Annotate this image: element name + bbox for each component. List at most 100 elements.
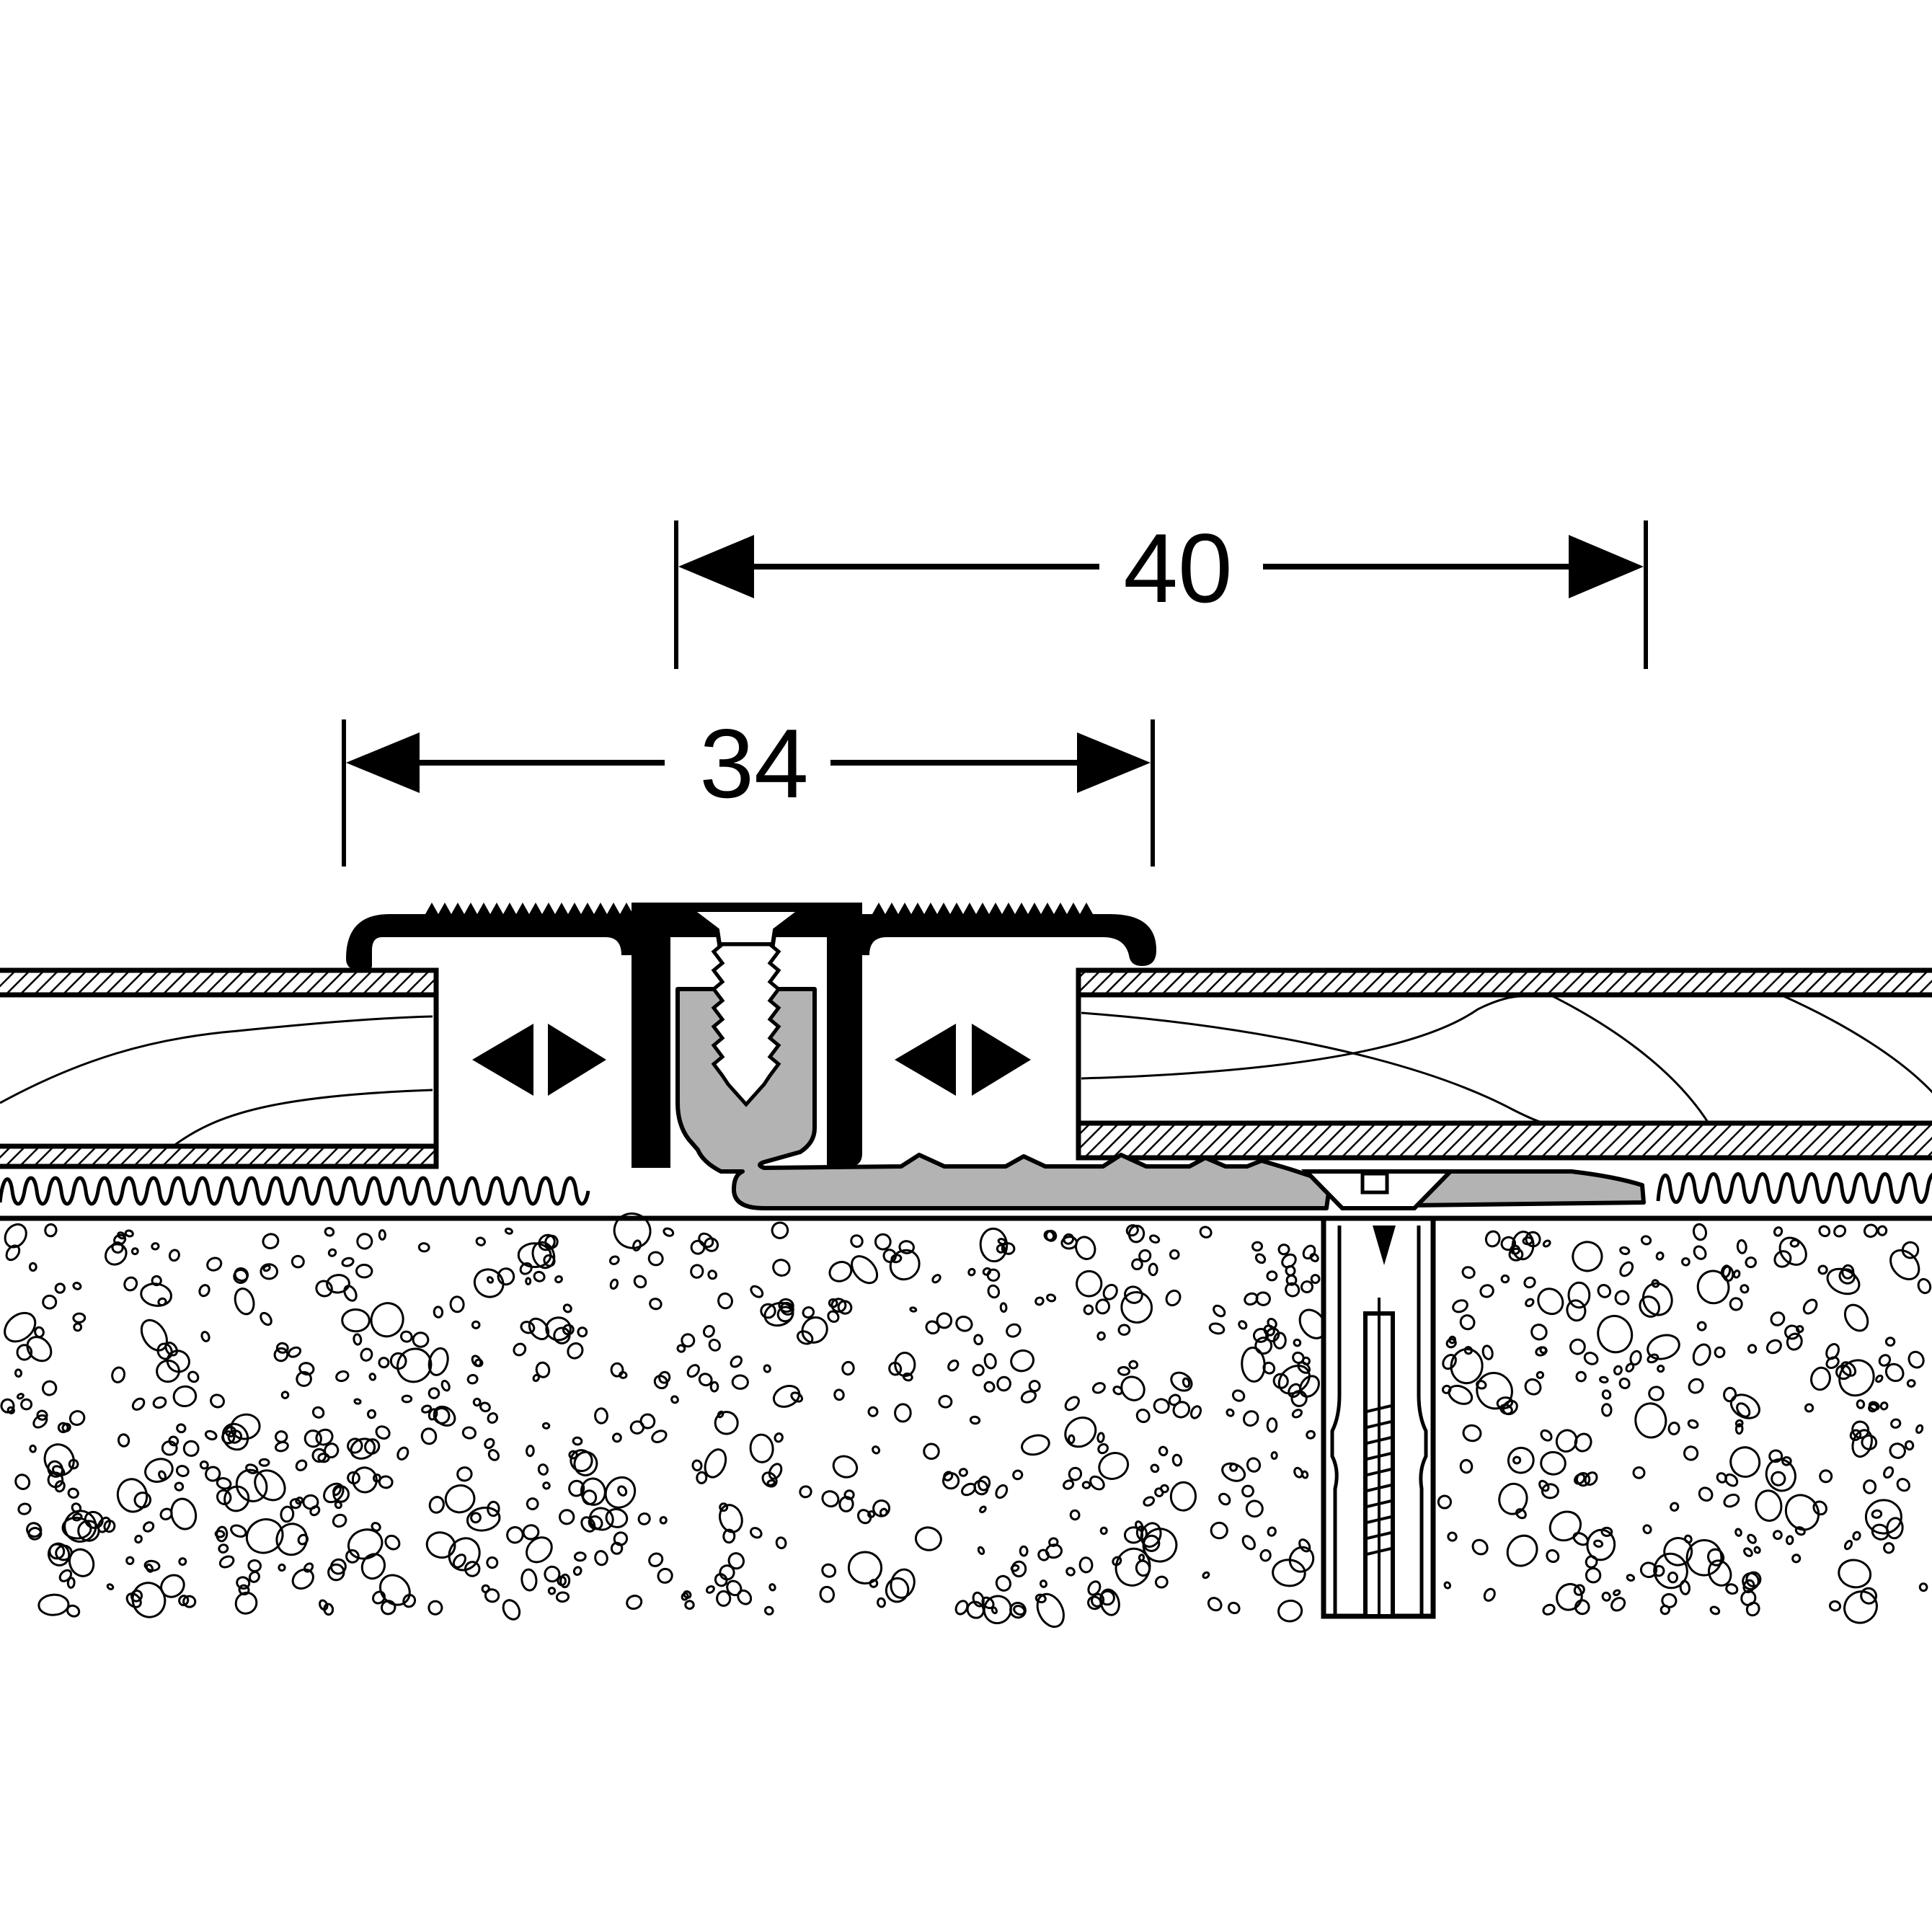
aggregate-stone: [275, 1430, 288, 1443]
aggregate-stone: [486, 1556, 499, 1569]
aggregate-stone: [843, 1489, 855, 1500]
aggregate-stone: [1068, 1466, 1083, 1481]
aggregate-stone: [145, 1563, 154, 1573]
aggregate-stone: [159, 1507, 173, 1520]
aggregate-stone: [1461, 1266, 1476, 1279]
aggregate-stone: [1843, 1539, 1853, 1551]
aggregate-stone: [427, 1408, 438, 1421]
aggregate-stone: [327, 1248, 337, 1257]
aggregate-stone: [1593, 1539, 1604, 1548]
aggregate-stone: [1098, 1452, 1130, 1480]
aggregate-stone: [1856, 1399, 1866, 1409]
movement-arrows-left-icon: [472, 1024, 606, 1096]
aggregate-stone: [1081, 1481, 1091, 1489]
aggregate-stone: [347, 1528, 384, 1560]
aggregate-stone: [302, 1494, 319, 1510]
aggregate-stone: [1117, 1324, 1131, 1336]
aggregate-stone: [562, 1303, 572, 1313]
aggregate-stone: [1567, 1281, 1591, 1309]
aggregate-stone: [216, 1477, 232, 1490]
aggregate-stone: [1138, 1249, 1152, 1263]
aggregate-stone: [1685, 1539, 1723, 1577]
aggregate-stone: [486, 1276, 495, 1284]
aggregate-stone: [412, 1331, 430, 1348]
aggregate-stone: [427, 1387, 440, 1399]
aggregate-stone: [572, 1436, 583, 1446]
aggregate-stone: [57, 1422, 69, 1434]
aggregate-stone: [166, 1350, 190, 1373]
aggregate-stone: [1142, 1528, 1178, 1563]
aggregate-stone: [1244, 1292, 1259, 1306]
aggregate-stone: [716, 1590, 732, 1607]
aggregate-stone: [1169, 1481, 1197, 1512]
aggregate-stone: [37, 1593, 70, 1616]
aggregate-stone: [1266, 1270, 1278, 1282]
dowel-thread-line: [1366, 1484, 1392, 1492]
aggregate-stone: [1281, 1253, 1297, 1269]
aggregate-stone: [470, 1512, 482, 1524]
aggregate-stone: [1755, 1489, 1783, 1522]
aggregate-stone: [704, 1237, 719, 1252]
dowel-thread-line: [1366, 1468, 1392, 1476]
aggregate-stone: [417, 1242, 430, 1253]
base-profile-ramp-right: [1411, 1169, 1646, 1208]
aggregate-stone: [1221, 1462, 1246, 1482]
aggregate-stone: [275, 1523, 308, 1556]
aggregate-stone: [1148, 1262, 1158, 1277]
aggregate-stone: [1442, 1354, 1457, 1370]
aggregate-stone: [1840, 1361, 1857, 1377]
aggregate-stone: [448, 1537, 481, 1572]
aggregate-stone: [199, 1460, 209, 1470]
aggregate-stone: [1904, 1440, 1915, 1451]
aggregate-stone: [1150, 1463, 1160, 1474]
underlay-right: [1656, 1172, 1932, 1204]
aggregate-stone: [651, 1430, 668, 1443]
dim-40-arrowhead-left: [678, 535, 754, 598]
aggregate-stone: [378, 1229, 386, 1241]
aggregate-stone: [1696, 1269, 1730, 1305]
aggregate-stone: [612, 1432, 622, 1443]
aggregate-stone: [931, 1274, 941, 1284]
aggregate-stone: [378, 1357, 390, 1369]
aggregate-stone: [983, 1352, 997, 1370]
aggregate-stone: [727, 1552, 745, 1570]
aggregate-stone: [1745, 1601, 1760, 1617]
aggregate-stone: [1067, 1434, 1076, 1445]
aggregate-stone: [355, 1263, 373, 1279]
aggregate-stone: [996, 1375, 1011, 1392]
aggregate-stone: [1165, 1289, 1182, 1307]
aggregate-stone: [151, 1242, 160, 1251]
aggregate-stone: [1785, 1535, 1794, 1546]
aggregate-stone: [973, 1334, 983, 1346]
aggregate-stone: [1742, 1572, 1760, 1590]
aggregate-stone: [105, 1243, 128, 1266]
aggregate-stone: [1575, 1370, 1587, 1383]
aggregate-stone: [1267, 1318, 1277, 1329]
dowel-thread-line: [1366, 1499, 1392, 1508]
aggregate-stone: [520, 1321, 536, 1334]
aggregate-stone: [200, 1331, 211, 1342]
aggregate-stone: [61, 1422, 71, 1432]
aggregate-stone: [1681, 1257, 1690, 1267]
aggregate-stone: [1523, 1276, 1536, 1289]
aggregate-stone: [1613, 1589, 1621, 1597]
aggregate-stone: [541, 1422, 551, 1430]
aggregate-stone: [298, 1362, 315, 1375]
aggregate-stone: [1524, 1378, 1542, 1396]
aggregate-stone: [1773, 1250, 1792, 1268]
aggregate-stone: [648, 1552, 664, 1567]
aggregate-stone: [1117, 1365, 1130, 1376]
aggregate-stone: [187, 1370, 200, 1383]
aggregate-stone: [36, 1409, 48, 1421]
aggregate-stone: [570, 1449, 593, 1473]
aggregate-stone: [1123, 1526, 1144, 1544]
aggregate-stone: [1768, 1449, 1783, 1463]
aggregate-stone: [1601, 1403, 1613, 1417]
aggregate-stone: [1729, 1446, 1761, 1478]
aggregate-stone: [696, 1471, 708, 1484]
aggregate-stone: [1277, 1364, 1311, 1395]
aggregate-stone: [967, 1267, 976, 1277]
aggregate-stone: [790, 1391, 804, 1403]
aggregate-stone: [617, 1485, 628, 1497]
aggregate-stone: [175, 1465, 190, 1477]
